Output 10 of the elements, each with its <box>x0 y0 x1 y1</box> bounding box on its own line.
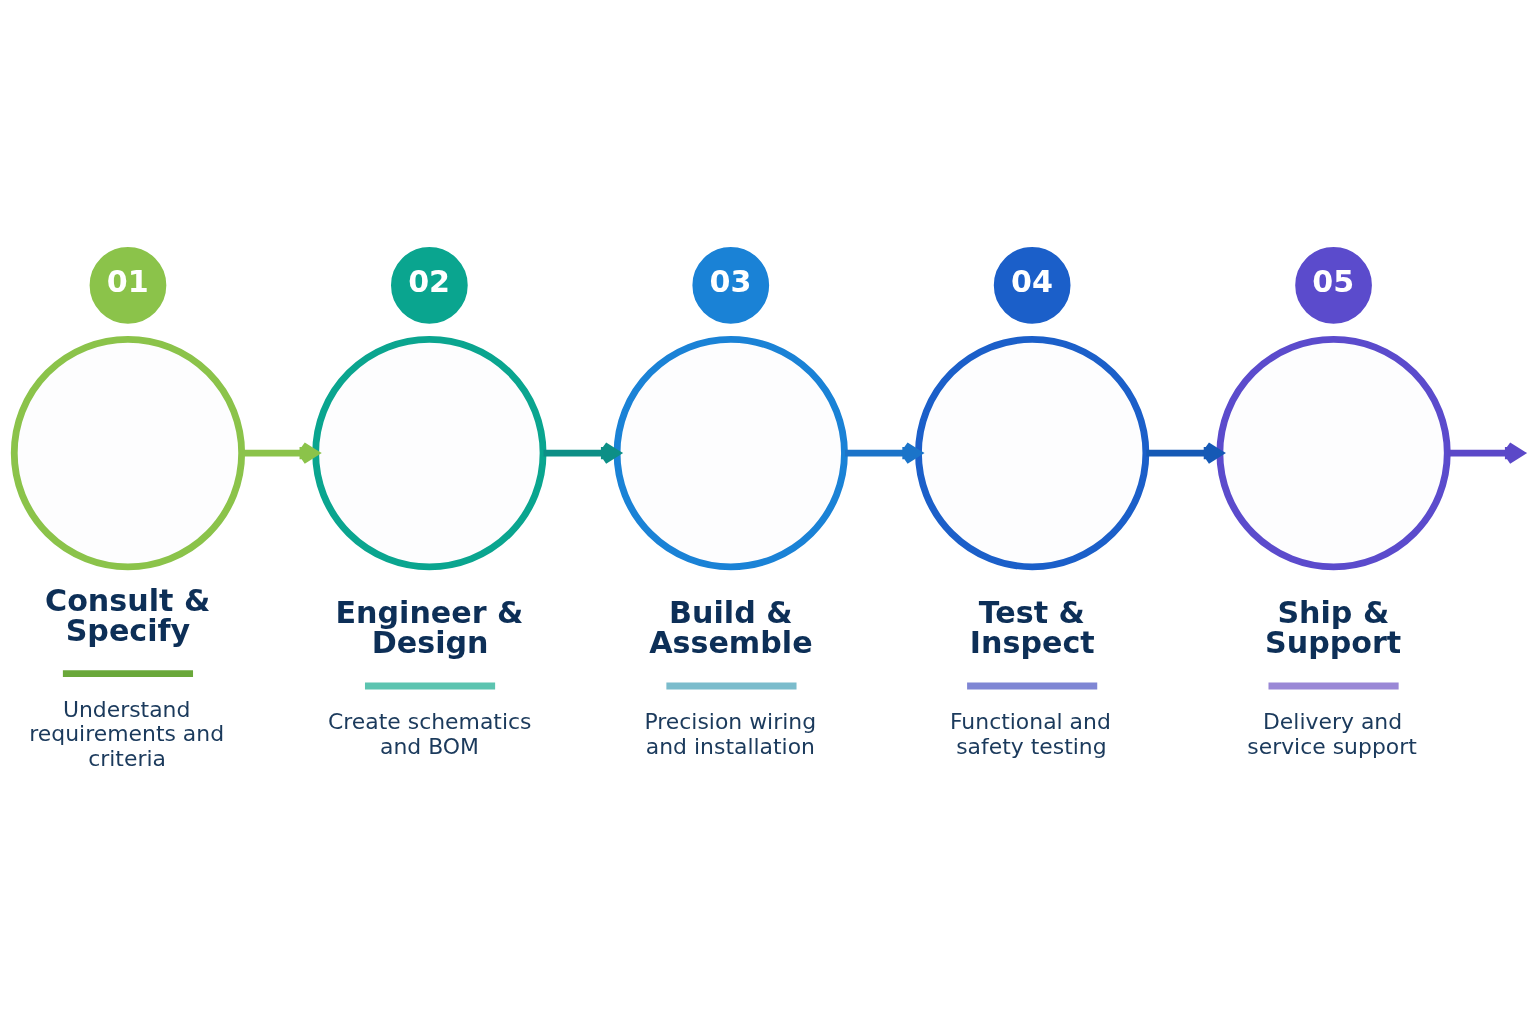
node-label: Functional and safety testing <box>949 708 1111 759</box>
node-label: Understand requirements and criteria <box>29 696 225 771</box>
node-label: Build & Assemble <box>649 595 813 661</box>
node-label: Ship & Support <box>1265 595 1402 661</box>
node-label: Create schematics and BOM <box>327 708 532 759</box>
node-label: Test & Inspect <box>969 595 1095 661</box>
node-label: Precision wiring and installation <box>644 708 817 759</box>
node-label: Delivery and service support <box>1247 708 1417 759</box>
node-label: Engineer & Design <box>335 595 524 661</box>
node-label: Consult & Specify <box>45 582 211 648</box>
